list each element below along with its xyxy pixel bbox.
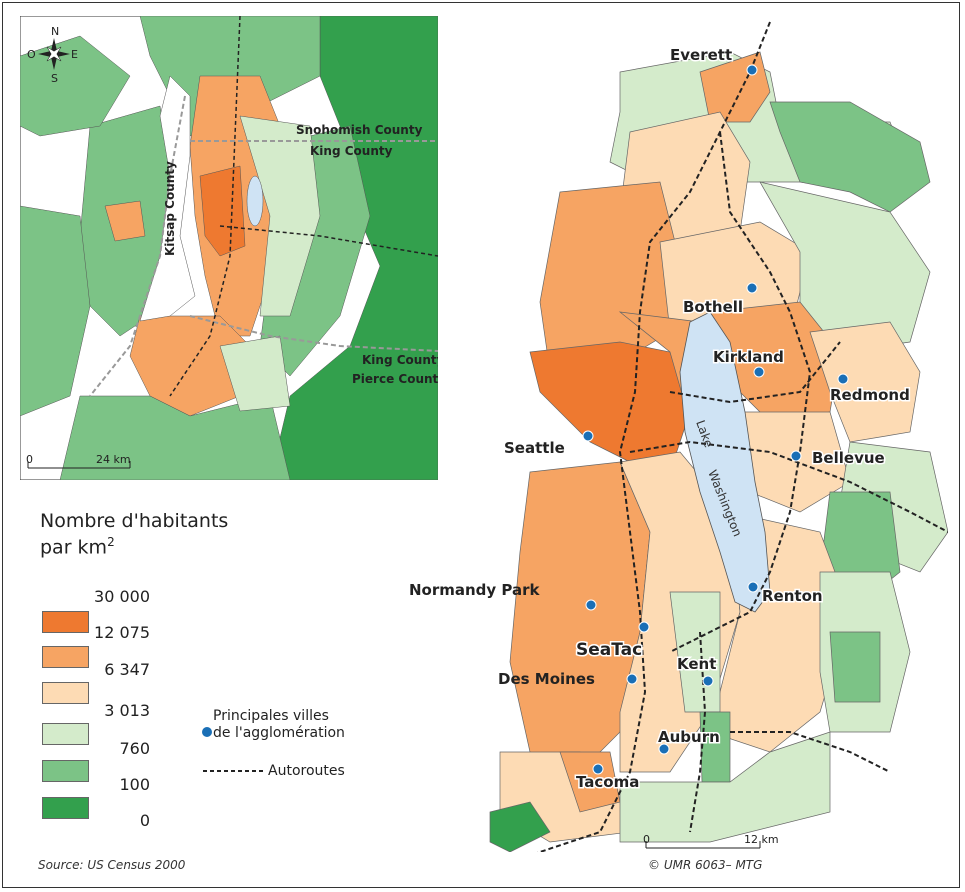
legend-title-line1: Nombre d'habitants bbox=[40, 510, 229, 532]
city-dot-normandy-park bbox=[585, 599, 597, 611]
inset-highway-i5 bbox=[169, 16, 241, 397]
label-pierce-county: Pierce County bbox=[352, 372, 438, 386]
inset-scale-bar: 0 24 km bbox=[26, 453, 131, 469]
legend-break-760: 760 bbox=[119, 739, 150, 758]
city-label-kent: Kent bbox=[677, 655, 716, 673]
highway-i5 bbox=[536, 21, 771, 852]
city-label-kirkland: Kirkland bbox=[713, 348, 784, 366]
legend-break-0: 0 bbox=[139, 811, 150, 830]
highway-sr18 bbox=[730, 731, 891, 773]
inset-region-urban-core bbox=[199, 165, 246, 257]
highway-i90 bbox=[629, 440, 948, 533]
legend-swatch-760 bbox=[42, 760, 89, 782]
inset-region-kitsap-town bbox=[104, 200, 146, 242]
city-label-des-moines: Des Moines bbox=[498, 670, 595, 688]
main-scale-zero: 0 bbox=[643, 833, 650, 846]
compass-e: E bbox=[71, 48, 78, 61]
label-snohomish-county: Snohomish County bbox=[296, 123, 423, 137]
city-label-renton: Renton bbox=[762, 587, 823, 605]
compass-o: O bbox=[27, 48, 36, 61]
legend-break-12075: 12 075 bbox=[94, 623, 150, 642]
city-dot-tacoma bbox=[592, 763, 604, 775]
legend-cities-line1: Principales villes bbox=[213, 708, 329, 724]
source-note: Source: US Census 2000 bbox=[38, 858, 186, 872]
city-label-tacoma: Tacoma bbox=[576, 773, 639, 791]
inset-scale-zero: 0 bbox=[26, 453, 33, 466]
legend-swatch-12075 bbox=[42, 646, 89, 668]
label-king-county-south: King County bbox=[362, 353, 438, 367]
credit-note: © UMR 6063– MTG bbox=[648, 858, 763, 872]
legend-break-100: 100 bbox=[119, 775, 150, 794]
legend-cities-label: Principales villes de l'agglomération bbox=[213, 708, 345, 742]
compass-rose: N S E O bbox=[27, 25, 78, 85]
legend-title-line2: par km bbox=[40, 536, 108, 559]
inset-highway-i90 bbox=[219, 225, 438, 257]
region-point-defiance bbox=[489, 801, 551, 852]
legend-swatch-3013 bbox=[42, 723, 89, 745]
highway-i405 bbox=[669, 131, 812, 653]
main-map: Lake Washington Everett Bothell Kirkland… bbox=[489, 21, 948, 852]
city-label-seatac: SeaTac bbox=[576, 640, 642, 660]
city-dot-renton bbox=[747, 581, 759, 593]
legend-swatch-6347 bbox=[42, 682, 89, 704]
compass-s: S bbox=[51, 72, 58, 85]
city-label-bellevue: Bellevue bbox=[812, 449, 885, 467]
region-south-bottom bbox=[619, 731, 831, 843]
legend-highway-line bbox=[203, 770, 263, 772]
city-label-redmond: Redmond bbox=[830, 386, 910, 404]
city-dot-auburn bbox=[658, 743, 670, 755]
inset-region-west bbox=[20, 205, 91, 417]
city-dot-des-moines bbox=[626, 673, 638, 685]
city-dot-bellevue bbox=[790, 450, 802, 462]
city-label-bothell: Bothell bbox=[683, 298, 743, 316]
legend-city-dot bbox=[202, 727, 212, 737]
city-label-normandy-park: Normandy Park bbox=[409, 581, 540, 599]
inset-region-suburb bbox=[239, 115, 321, 317]
legend-break-6347: 6 347 bbox=[104, 660, 150, 679]
highway-sr167 bbox=[689, 631, 707, 833]
label-king-county-north: King County bbox=[310, 144, 393, 158]
city-dot-seattle bbox=[582, 430, 594, 442]
compass-n: N bbox=[51, 25, 59, 38]
legend-swatch-100 bbox=[42, 797, 89, 819]
legend-title-sup: 2 bbox=[107, 535, 115, 549]
main-scale-distance: 12 km bbox=[744, 833, 779, 846]
city-dot-bothell bbox=[746, 282, 758, 294]
legend-swatch-30000 bbox=[42, 611, 89, 633]
legend-cities-line2: de l'agglomération bbox=[213, 725, 345, 741]
inset-map: N S E O Snohomish County King County Kit… bbox=[20, 16, 438, 480]
inset-scale-distance: 24 km bbox=[96, 453, 131, 466]
legend-title: Nombre d'habitants par km2 bbox=[40, 511, 228, 558]
city-dot-seatac bbox=[638, 621, 650, 633]
highway-sr520 bbox=[669, 341, 841, 404]
city-label-everett: Everett bbox=[670, 46, 732, 64]
inset-county-boundary-kitsap bbox=[89, 95, 186, 397]
city-dot-redmond bbox=[837, 373, 849, 385]
city-label-seattle: Seattle bbox=[504, 439, 565, 457]
city-dot-everett bbox=[746, 64, 758, 76]
legend-highways-label: Autoroutes bbox=[268, 763, 345, 779]
city-dot-kirkland bbox=[753, 366, 765, 378]
label-kitsap-county: Kitsap County bbox=[163, 161, 177, 256]
inset-lake bbox=[246, 175, 264, 227]
city-dot-kent bbox=[702, 675, 714, 687]
inset-region-pierce-suburb bbox=[219, 335, 291, 412]
region-redmond bbox=[809, 321, 921, 443]
legend-break-30000: 30 000 bbox=[94, 587, 150, 606]
region-south-east-forest bbox=[829, 631, 881, 703]
main-scale-bar: 0 12 km bbox=[643, 833, 779, 849]
city-label-auburn: Auburn bbox=[658, 728, 720, 746]
inset-county-boundary-south bbox=[189, 315, 438, 352]
legend-break-3013: 3 013 bbox=[104, 701, 150, 720]
legend-title-line2-wrap: par km2 bbox=[40, 532, 228, 558]
